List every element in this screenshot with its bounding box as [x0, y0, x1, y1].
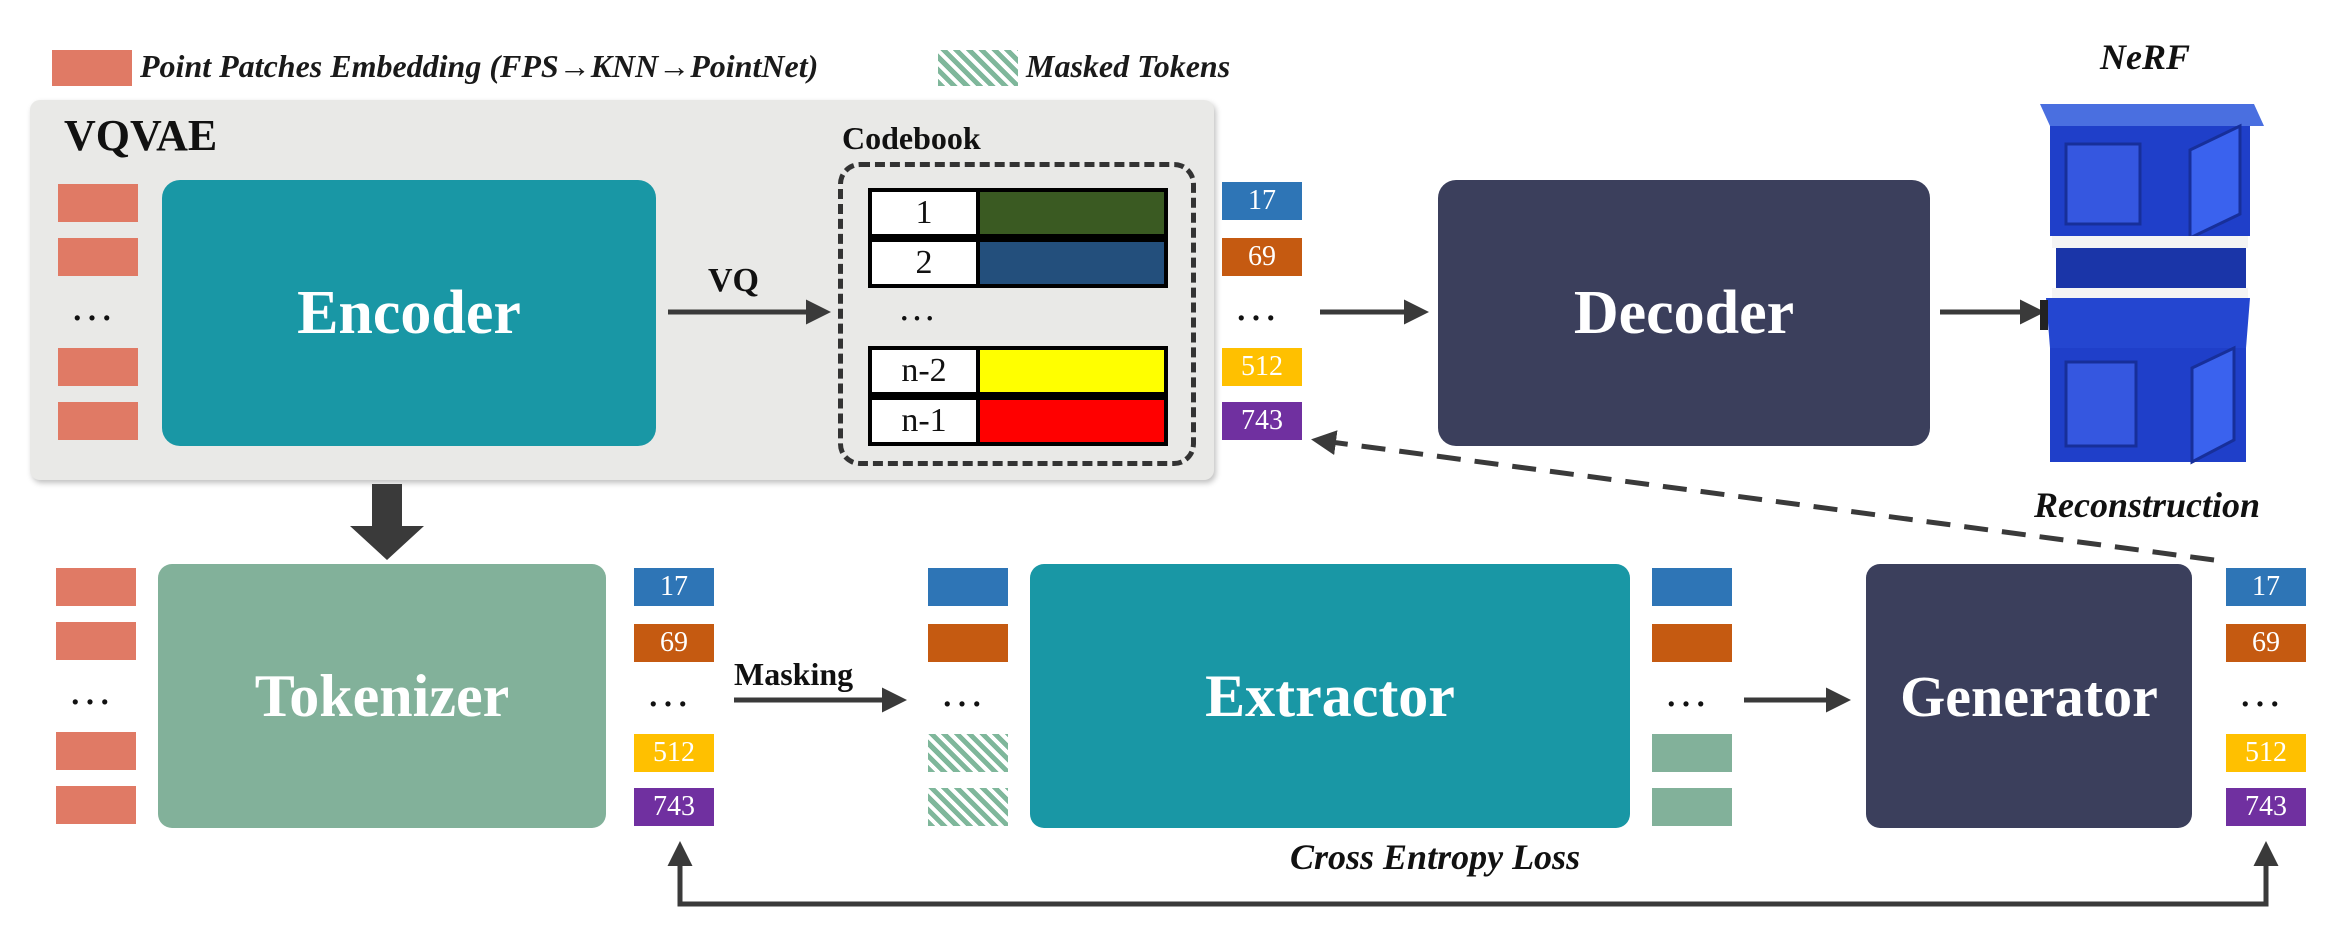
masked-input-ellipsis: …	[940, 667, 988, 716]
tokenizer-patch	[56, 732, 136, 770]
nerf-cabinet-image	[2040, 104, 2264, 465]
token-17: 17	[2226, 568, 2306, 606]
masked-input-token	[928, 624, 1008, 662]
tokenizer-patch-ellipsis: …	[68, 665, 116, 714]
vqvae-patch-ellipsis: …	[70, 281, 118, 330]
legend-patch-label: Point Patches Embedding (FPS→KNN→PointNe…	[140, 48, 819, 84]
codebook-index: 2	[872, 242, 980, 284]
codebook-index: 1	[872, 192, 980, 234]
vqvae-patch	[58, 238, 138, 276]
token-ellipsis: …	[2238, 667, 2286, 716]
extractor-output-token	[1652, 624, 1732, 662]
generator-block: Generator	[1866, 564, 2192, 828]
vqvae-patch	[58, 348, 138, 386]
masking-label: Masking	[734, 656, 854, 692]
extractor-block: Extractor	[1030, 564, 1630, 828]
tokenizer-label: Tokenizer	[254, 662, 510, 729]
legend-patch-swatch	[52, 50, 132, 86]
vq-label: VQ	[708, 262, 759, 299]
vqvae-patch	[58, 402, 138, 440]
tokenizer-patch	[56, 568, 136, 606]
token-69: 69	[1222, 238, 1302, 276]
token-17: 17	[634, 568, 714, 606]
token-512: 512	[2226, 734, 2306, 772]
extractor-label: Extractor	[1205, 662, 1455, 729]
loss-bracket-arrow	[677, 880, 2269, 907]
codebook-title: Codebook	[842, 120, 981, 156]
decoder-label: Decoder	[1573, 278, 1795, 347]
masked-input-token	[928, 568, 1008, 606]
codebook-index: n-2	[872, 350, 980, 392]
token-17: 17	[1222, 182, 1302, 220]
tokenizer-block: Tokenizer	[158, 564, 606, 828]
masked-token	[928, 734, 1008, 772]
legend-masked-swatch	[938, 50, 1018, 86]
legend-masked-label: Masked Tokens	[1026, 48, 1231, 84]
codebook-vector	[980, 350, 1164, 392]
token-743: 743	[634, 788, 714, 826]
extractor-output-ellipsis: …	[1664, 667, 1712, 716]
tokenizer-patch	[56, 786, 136, 824]
codebook-index: n-1	[872, 400, 980, 442]
codebook-ellipsis: …	[898, 287, 940, 329]
codebook-vector	[980, 242, 1164, 284]
vqvae-to-tokenizer-arrow	[350, 484, 424, 560]
codebook-row: n-1	[868, 396, 1168, 446]
token-743: 743	[1222, 402, 1302, 440]
codebook-row: 1	[868, 188, 1168, 238]
codebook-vector	[980, 192, 1164, 234]
token-ellipsis: …	[646, 667, 694, 716]
encoder-label: Encoder	[297, 278, 521, 347]
vqvae-title: VQVAE	[64, 111, 218, 160]
encoder-block: Encoder	[162, 180, 656, 446]
tokenizer-patch	[56, 622, 136, 660]
masked-token	[928, 788, 1008, 826]
token-512: 512	[1222, 348, 1302, 386]
token-69: 69	[2226, 624, 2306, 662]
loss-label: Cross Entropy Loss	[1290, 837, 1581, 877]
codebook-row: n-2	[868, 346, 1168, 396]
nerf-caption: Reconstruction	[2034, 485, 2261, 525]
extractor-output-token	[1652, 568, 1732, 606]
codebook-row: 2	[868, 238, 1168, 288]
generator-label: Generator	[1900, 663, 2158, 729]
token-743: 743	[2226, 788, 2306, 826]
extractor-output-token	[1652, 734, 1732, 772]
extractor-output-token	[1652, 788, 1732, 826]
vqvae-patch	[58, 184, 138, 222]
token-ellipsis: …	[1234, 281, 1282, 330]
token-512: 512	[634, 734, 714, 772]
nerf-title: NeRF	[2100, 37, 2190, 77]
codebook-vector	[980, 400, 1164, 442]
token-69: 69	[634, 624, 714, 662]
codebook-frame	[838, 162, 1196, 466]
decoder-block: Decoder	[1438, 180, 1930, 446]
